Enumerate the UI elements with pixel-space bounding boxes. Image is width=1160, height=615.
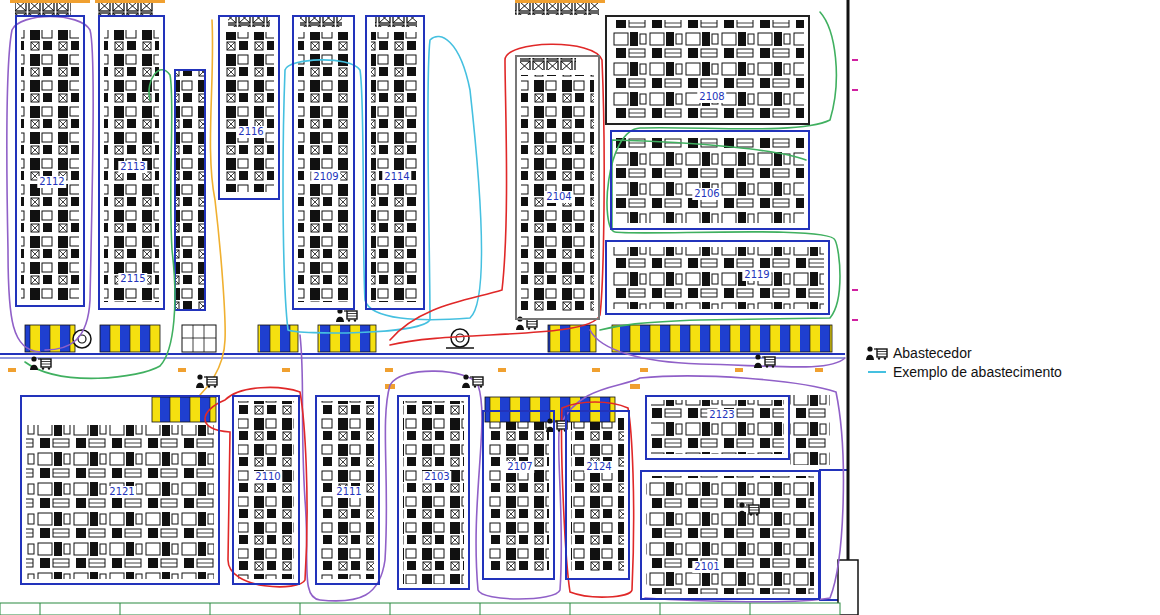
- cell-box: 2121: [20, 395, 220, 585]
- cell-number: 2109: [311, 171, 340, 183]
- cell-number: 2112: [37, 176, 66, 188]
- cell-box: 2116: [218, 15, 280, 200]
- cell-box: 2123: [645, 395, 790, 460]
- cell-number: 2115: [118, 273, 147, 285]
- pump-symbol: [73, 329, 474, 348]
- cell-box: 2103: [397, 395, 470, 590]
- cell-number: 2110: [253, 471, 282, 483]
- cell-box: 2119: [605, 240, 830, 315]
- cell-number: 2119: [742, 269, 771, 281]
- cell-number: 2121: [107, 486, 136, 498]
- cell-box: 2124: [565, 410, 630, 580]
- cell-box: 2110: [232, 395, 300, 585]
- cell-box: 2112: [15, 15, 85, 307]
- cell-number: 2113: [118, 161, 147, 173]
- cell-box: 2113 2115: [98, 15, 165, 310]
- cell-box: 2108: [605, 15, 810, 125]
- cell-number: 2106: [692, 188, 721, 200]
- cell-box: 2101: [640, 470, 820, 600]
- legend-text: Abastecedor: [893, 345, 972, 361]
- cell-number: 2101: [692, 561, 721, 573]
- cell-box: 2114: [365, 15, 425, 310]
- cell-box: 2107: [482, 410, 555, 580]
- supplier-icon: [30, 308, 775, 516]
- cell-number: 2114: [382, 171, 411, 183]
- cell-number: 2116: [236, 126, 265, 138]
- cell-number: 2104: [544, 191, 573, 203]
- cell-number: 2103: [422, 471, 451, 483]
- cell-number: 2108: [697, 91, 726, 103]
- cell-box: 2106: [610, 130, 810, 230]
- cell-box: 2104: [515, 55, 600, 320]
- cell-box: 2109: [292, 15, 355, 310]
- cell-number: 2107: [505, 461, 534, 473]
- supply-route: [7, 12, 845, 602]
- cell-number: 2123: [707, 409, 736, 421]
- cell-number: 2111: [334, 486, 363, 498]
- cell-box: 2111: [315, 395, 380, 585]
- legend-text: Exemplo de abastecimento: [893, 364, 1062, 380]
- legend-sample: [866, 346, 887, 372]
- machines: [21, 20, 848, 600]
- aisle: [0, 0, 858, 615]
- cell-number: 2124: [584, 461, 613, 473]
